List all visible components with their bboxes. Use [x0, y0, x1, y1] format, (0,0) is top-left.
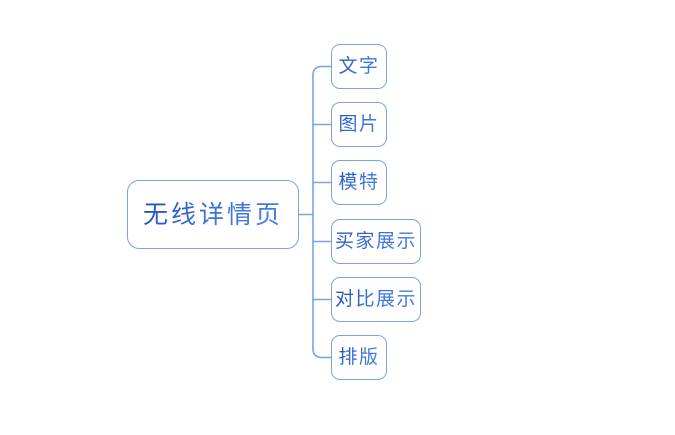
mindmap-child-node-0[interactable]: 文字 [331, 44, 387, 89]
mindmap-child-node-label-2: 模特 [338, 171, 380, 194]
mindmap-child-node-2[interactable]: 模特 [331, 160, 387, 205]
connector-branch-0 [312, 65, 332, 77]
mindmap-child-node-label-4: 对比展示 [334, 288, 417, 311]
mindmap-child-node-5[interactable]: 排版 [331, 335, 387, 380]
connector-branch-5 [312, 347, 332, 359]
mindmap-child-node-3[interactable]: 买家展示 [331, 219, 421, 264]
mindmap-child-node-4[interactable]: 对比展示 [331, 277, 421, 322]
mindmap-child-node-label-1: 图片 [338, 113, 380, 136]
mindmap-root-node-label: 无线详情页 [142, 199, 283, 229]
mindmap-root-node[interactable]: 无线详情页 [127, 180, 299, 249]
mindmap-child-node-label-5: 排版 [338, 346, 380, 369]
mindmap-child-node-label-0: 文字 [338, 55, 380, 78]
mindmap-child-node-label-3: 买家展示 [334, 230, 417, 253]
mindmap-child-node-1[interactable]: 图片 [331, 102, 387, 147]
